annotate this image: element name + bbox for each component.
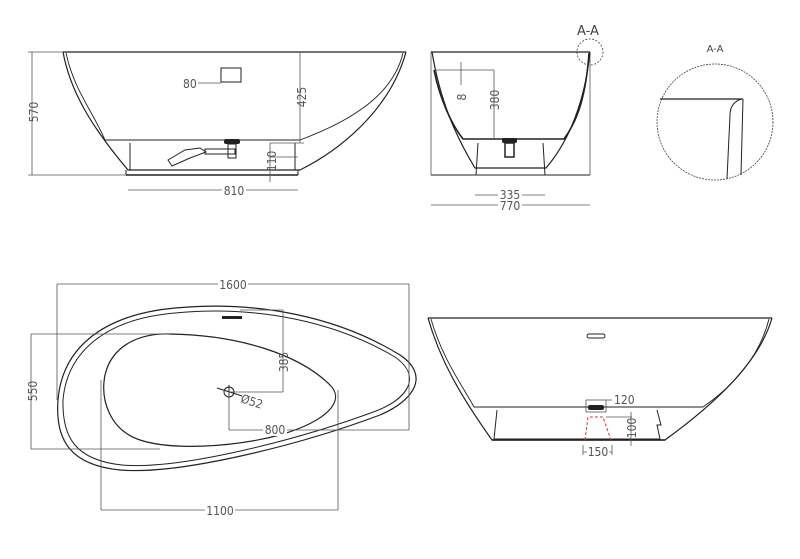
plan-view: 1600 550 385 Ø52 800 1100 (26, 278, 417, 518)
dim-plinth-height: 110 (265, 151, 279, 172)
dim-drain-from-right: 800 (265, 423, 286, 437)
dim-inner-length: 1100 (206, 504, 234, 518)
front-elevation-view: 570 425 80 110 810 (27, 51, 407, 198)
section-marker-label: A-A (577, 24, 599, 39)
side-drain-icon (502, 138, 517, 158)
section-marker-circle (576, 38, 604, 66)
rear-drain-icon (585, 399, 607, 413)
dim-rear-drain-height: 100 (625, 418, 639, 439)
dim-plan-overall-length: 1600 (219, 278, 247, 292)
dim-drain-diameter: Ø52 (239, 392, 264, 412)
drain-assembly-icon (167, 139, 240, 167)
dim-drain-from-top: 385 (277, 352, 291, 373)
dim-overall-height: 570 (27, 102, 41, 123)
dim-rear-drain-width: 120 (614, 393, 635, 407)
dim-rear-drain-base-width: 150 (588, 445, 609, 459)
dim-side-overall-width: 770 (500, 199, 521, 213)
rear-elevation-view: 120 100 150 (427, 317, 773, 459)
dim-bowl-depth: 425 (295, 87, 309, 108)
dim-inner-depth: 380 (488, 90, 502, 111)
hidden-drain-outline (584, 416, 612, 441)
dim-plan-overall-width: 550 (26, 381, 40, 402)
dim-rim-offset: 8 (455, 93, 469, 100)
dim-side-plinth-width: 335 (500, 188, 521, 202)
side-elevation-view: A-A 8 380 335 770 (430, 24, 604, 213)
detail-view-a-a: A-A (656, 44, 774, 181)
detail-title: A-A (707, 44, 724, 55)
dim-overflow-width: 80 (183, 77, 197, 91)
dim-plinth-width: 810 (224, 184, 245, 198)
overflow-slot (222, 316, 242, 319)
